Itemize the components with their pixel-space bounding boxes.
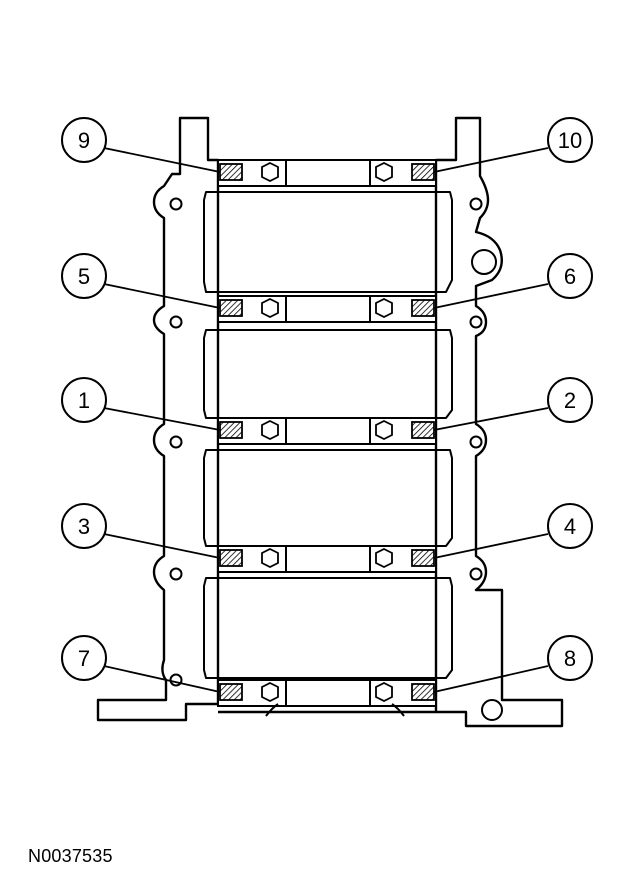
hex-bolt-icon [261, 161, 279, 183]
hex-bolt-icon [375, 161, 393, 183]
figure-id: N0037535 [28, 846, 113, 866]
callout-label: 7 [78, 646, 90, 671]
hex-bolt-icon [375, 297, 393, 319]
hex-bolt-icon [261, 547, 279, 569]
callout-8: 8 [547, 635, 593, 681]
hex-bolt-icon [375, 681, 393, 703]
callout-label: 4 [564, 514, 576, 539]
bearing-cap-row [217, 417, 437, 445]
callout-label: 8 [564, 646, 576, 671]
callout-label: 3 [78, 514, 90, 539]
hex-bolt-icon [261, 681, 279, 703]
bearing-caps [217, 159, 437, 717]
hex-bolt-icon [261, 419, 279, 441]
side-bolt-3 [219, 549, 243, 567]
callout-label: 1 [78, 388, 90, 413]
callout-label: 9 [78, 128, 90, 153]
callouts: 9 10 5 6 1 2 3 4 [61, 117, 593, 681]
bearing-cap-row [217, 545, 437, 573]
callout-6: 6 [547, 253, 593, 299]
bearing-cap-row [217, 159, 437, 187]
hex-bolt-icon [375, 419, 393, 441]
callout-7: 7 [61, 635, 107, 681]
callout-4: 4 [547, 503, 593, 549]
hex-bolts [261, 161, 393, 703]
callout-label: 6 [564, 264, 576, 289]
callout-label: 2 [564, 388, 576, 413]
side-bolt-8 [411, 683, 435, 701]
side-bolt-4 [411, 549, 435, 567]
callout-3: 3 [61, 503, 107, 549]
bay-openings [203, 191, 453, 679]
side-bolt-6 [411, 299, 435, 317]
callout-label: 5 [78, 264, 90, 289]
side-bolt-5 [219, 299, 243, 317]
bearing-cap-row [217, 679, 437, 717]
side-bolt-2 [411, 421, 435, 439]
callout-5: 5 [61, 253, 107, 299]
side-bolt-9 [219, 163, 243, 181]
callout-9: 9 [61, 117, 107, 163]
callout-2: 2 [547, 377, 593, 423]
side-bolt-1 [219, 421, 243, 439]
hex-bolt-icon [375, 547, 393, 569]
side-bolt-10 [411, 163, 435, 181]
hex-bolt-icon [261, 297, 279, 319]
bearing-cap-row [217, 295, 437, 323]
side-bolt-7 [219, 683, 243, 701]
callout-label: 10 [558, 128, 582, 153]
callout-10: 10 [547, 117, 593, 163]
leader-lines [103, 147, 549, 693]
callout-1: 1 [61, 377, 107, 423]
